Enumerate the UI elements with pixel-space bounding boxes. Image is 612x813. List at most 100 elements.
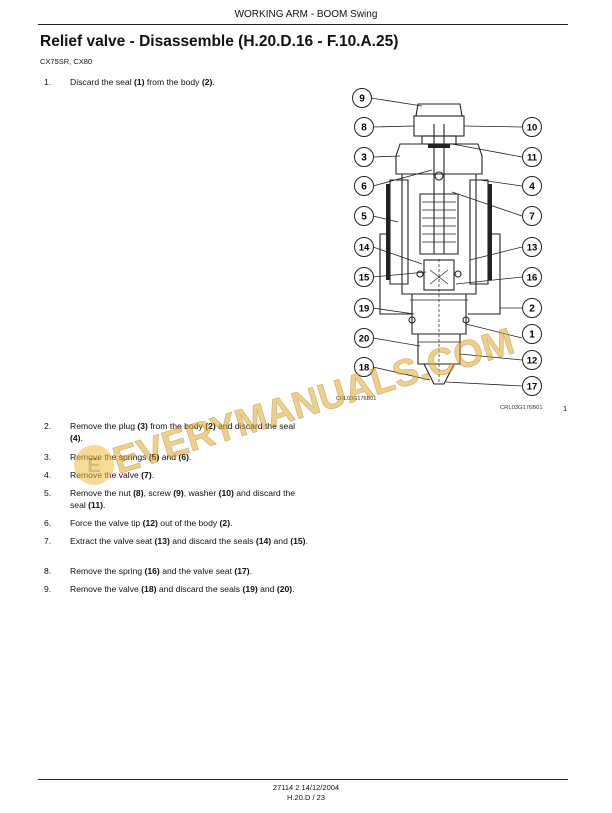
step-text: Discard the seal (1) from the body (2).	[70, 77, 310, 89]
callout-4: 4	[522, 176, 542, 196]
part-reference: (15)	[290, 536, 306, 546]
step-text-fragment: .	[102, 499, 106, 510]
figure-code-inner: CRL03G176B01	[336, 396, 376, 402]
step-text-fragment: and	[257, 584, 277, 594]
step-text-fragment: , washer	[183, 488, 219, 498]
step-text-fragment: and discard the seal	[70, 488, 296, 510]
callout-label: 17	[527, 382, 538, 393]
step-number: 4.	[44, 470, 52, 480]
step-text-fragment: Remove the springs	[70, 452, 149, 462]
part-reference: (1)	[134, 77, 145, 87]
callout-2: 2	[522, 298, 542, 318]
callout-1: 1	[522, 324, 542, 344]
step-text-fragment: .	[212, 77, 215, 87]
step-text-fragment: Remove the plug	[70, 421, 138, 431]
callout-label: 11	[527, 153, 538, 164]
part-reference: (16)	[144, 566, 160, 576]
callout-19: 19	[354, 298, 374, 318]
valve-drawing	[379, 103, 501, 385]
callout-10: 10	[522, 117, 542, 137]
callout-label: 5	[361, 212, 367, 223]
footer-doc-ref: 27114 2 14/12/2004	[272, 783, 340, 792]
step-text-fragment: Remove the nut	[70, 488, 134, 498]
callout-label: 16	[527, 273, 538, 284]
step-text: Remove the springs (5) and (6).	[70, 452, 310, 464]
part-reference: (2)	[201, 77, 213, 87]
callout-14: 14	[354, 237, 374, 257]
part-reference: (20)	[276, 584, 293, 594]
step-number: 7.	[44, 536, 52, 546]
figure-number: 1	[563, 404, 568, 413]
part-reference: (11)	[88, 499, 103, 510]
callout-5: 5	[354, 206, 374, 226]
step-text: Remove the plug (3) from the body (2) an…	[70, 421, 310, 444]
step-text-fragment: from the body	[144, 77, 202, 87]
step-text: Remove the valve (18) and discard the se…	[70, 584, 310, 596]
step-text: Force the valve tip (12) out of the body…	[70, 518, 310, 530]
callout-label: 2	[529, 304, 535, 315]
part-reference: (10)	[218, 488, 234, 498]
part-reference: (7)	[141, 470, 152, 480]
callout-label: 15	[359, 273, 370, 284]
model-list: CX75SR, CX80	[40, 57, 93, 66]
step-text-fragment: .	[305, 536, 308, 546]
callout-3: 3	[354, 147, 374, 167]
callouts-left: 9 8 3 6 5 14 15 19 20 18	[352, 88, 374, 377]
part-reference: (18)	[141, 584, 157, 594]
step-text: Remove the valve (7).	[70, 470, 310, 482]
part-reference: (17)	[234, 566, 250, 576]
callout-label: 6	[361, 182, 367, 193]
part-reference: (12)	[142, 518, 158, 528]
callout-label: 9	[359, 94, 365, 105]
part-reference: (6)	[178, 452, 189, 462]
step-text-fragment: .	[80, 432, 83, 443]
step-text: Remove the nut (8), screw (9), washer (1…	[70, 488, 310, 511]
part-reference: (9)	[173, 488, 184, 498]
callout-label: 20	[359, 334, 370, 345]
relief-valve-diagram: 9 8 3 6 5 14 15 19 20 18 10 11 4 7 13 16…	[336, 88, 542, 402]
step-number: 9.	[44, 584, 52, 594]
step-number: 1.	[44, 77, 52, 87]
footer-page-number: H.20.D / 23	[287, 793, 325, 802]
part-reference: (3)	[137, 421, 148, 431]
part-reference: (13)	[154, 536, 170, 546]
callout-label: 8	[361, 123, 367, 134]
step-text-fragment: , screw	[143, 488, 174, 498]
step-text-fragment: .	[188, 452, 192, 462]
callout-6: 6	[354, 176, 374, 196]
footer-rule	[38, 779, 568, 780]
callout-label: 19	[359, 304, 370, 315]
callout-label: 10	[527, 123, 538, 134]
part-reference: (4)	[70, 432, 81, 443]
figure-code: CRL03G176B01	[500, 405, 543, 411]
callout-15: 15	[354, 267, 374, 287]
step-text-fragment: Force the valve tip	[70, 518, 143, 528]
header-rule	[38, 24, 568, 25]
step-text-fragment: from the body	[147, 421, 206, 431]
step-text-fragment: .	[230, 518, 233, 528]
step-text-fragment: and	[271, 536, 291, 546]
step-text-fragment: Remove the spring	[70, 566, 145, 576]
callout-label: 3	[361, 153, 367, 164]
step-text-fragment: and discard the seals	[156, 584, 243, 594]
step-text-fragment: Remove the valve	[70, 470, 142, 480]
callout-label: 18	[359, 363, 370, 374]
step-text-fragment: and discard the seal	[215, 421, 296, 431]
step-number: 5.	[44, 488, 52, 498]
callout-13: 13	[522, 237, 542, 257]
step-text: Extract the valve seat (13) and discard …	[70, 536, 310, 548]
step-text-fragment: Extract the valve seat	[70, 536, 155, 546]
running-header: WORKING ARM - BOOM Swing	[234, 9, 378, 20]
leader-lines	[370, 97, 523, 387]
step-text-fragment: and discard the seals	[169, 536, 256, 546]
step-number: 3.	[44, 452, 52, 462]
step-text-fragment: out of the body	[157, 518, 220, 528]
callout-17: 17	[522, 376, 542, 396]
step-text-fragment: and	[159, 452, 179, 462]
page-title: Relief valve - Disassemble (H.20.D.16 - …	[40, 33, 399, 50]
callout-11: 11	[522, 147, 542, 167]
callout-9: 9	[352, 88, 372, 108]
step-text-fragment: .	[292, 584, 295, 594]
part-reference: (2)	[205, 421, 216, 431]
step-text-fragment: Remove the valve	[70, 584, 142, 594]
